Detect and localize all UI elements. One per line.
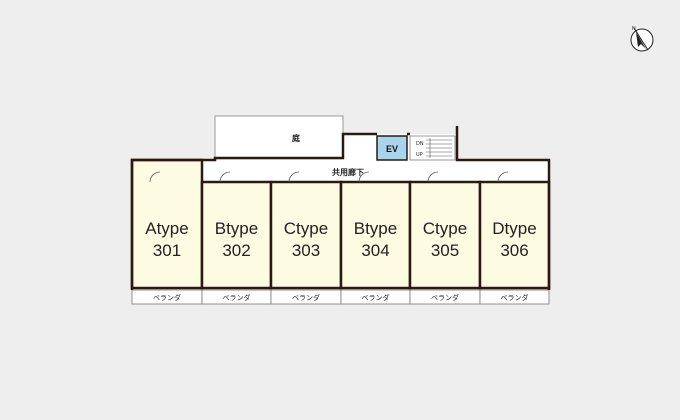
unit-type-label: Ctype [423, 219, 467, 238]
elevator-label: EV [386, 144, 398, 154]
unit-type-label: Btype [215, 219, 258, 238]
unit-number-label: 303 [292, 241, 320, 260]
door-swing-icon [358, 171, 370, 183]
balcony-label: ベランダ [292, 293, 320, 302]
unit-number-label: 306 [500, 241, 528, 260]
door-swing-icon [427, 171, 439, 183]
unit-type-label: Ctype [284, 219, 328, 238]
unit-room [408, 180, 482, 290]
unit-305[interactable]: Ctype 305 ベランダ [408, 171, 482, 305]
unit-room [339, 180, 412, 290]
stair-dn-label: DN [416, 141, 424, 147]
balcony-label: ベランダ [153, 293, 181, 302]
unit-room [269, 180, 343, 290]
door-swing-icon [497, 171, 509, 183]
unit-number-label: 304 [361, 241, 389, 260]
door-swing-icon [219, 171, 231, 183]
unit-306[interactable]: Dtype 306 ベランダ [478, 171, 551, 305]
door-swing-icon [288, 171, 300, 183]
unit-type-label: Btype [354, 219, 397, 238]
elevator [376, 135, 408, 161]
unit-303[interactable]: Ctype 303 ベランダ [269, 171, 343, 305]
garden-label: 庭 [292, 133, 301, 143]
garden-area [214, 115, 344, 159]
balcony-label: ベランダ [223, 293, 251, 302]
unit-type-label: Dtype [492, 219, 536, 238]
units-group: Atype301ベランダBtype302ベランダCtype303ベランダBtyp… [130, 158, 551, 305]
unit-304[interactable]: Btype 304 ベランダ [339, 171, 412, 305]
door-swing-icon [149, 171, 161, 183]
balcony-label: ベランダ [431, 293, 459, 302]
compass-north-label: N [632, 26, 636, 32]
staircase [409, 135, 456, 161]
outer-walls [130, 126, 551, 290]
north-arrow-icon: N [630, 26, 654, 52]
unit-302[interactable]: Btype 302 ベランダ [200, 171, 273, 305]
corridor-label: 共用廊下 [332, 167, 364, 177]
balcony [479, 289, 550, 305]
balcony-label: ベランダ [501, 293, 529, 302]
balcony-label: ベランダ [362, 293, 390, 302]
unit-number-label: 305 [431, 241, 459, 260]
unit-number-label: 301 [153, 241, 181, 260]
unit-room [130, 158, 204, 290]
stair-up-label: UP [416, 152, 423, 158]
unit-301[interactable]: Atype 301 ベランダ [130, 158, 204, 305]
unit-type-label: Atype [145, 219, 188, 238]
unit-number-label: 302 [222, 241, 250, 260]
